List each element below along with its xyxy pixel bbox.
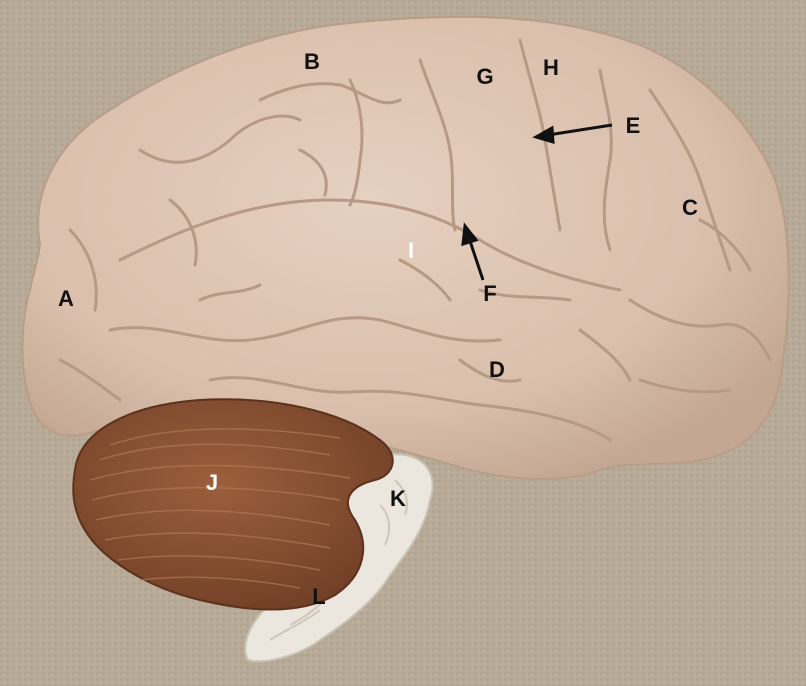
- arrow-f-head: [461, 222, 479, 247]
- label-b: B: [304, 49, 320, 74]
- label-a: A: [58, 286, 74, 311]
- arrow-e: [547, 123, 613, 137]
- sulci-lines: [58, 38, 772, 442]
- label-k: K: [390, 486, 406, 511]
- label-i: I: [407, 238, 415, 263]
- cerebellum-folia: [89, 428, 351, 589]
- label-d: D: [489, 357, 505, 382]
- label-e: E: [625, 113, 641, 138]
- label-f: F: [483, 281, 497, 306]
- arrow-f: [467, 237, 485, 281]
- label-l: L: [312, 584, 326, 609]
- label-h: H: [543, 55, 559, 80]
- brainstem-ridges: [269, 479, 408, 641]
- arrow-e-head: [532, 125, 555, 145]
- label-c: C: [682, 195, 698, 220]
- label-g: G: [476, 64, 494, 89]
- label-j: J: [205, 470, 219, 495]
- pointer-arrows: [461, 123, 613, 281]
